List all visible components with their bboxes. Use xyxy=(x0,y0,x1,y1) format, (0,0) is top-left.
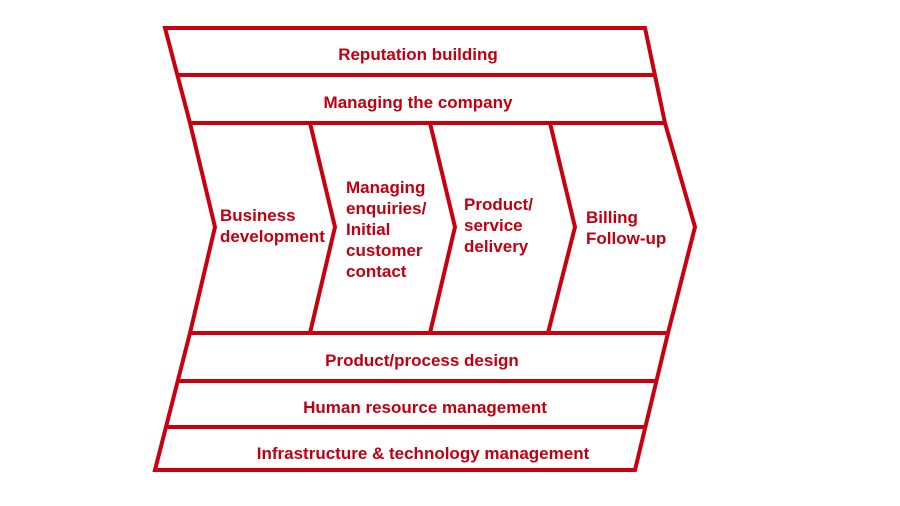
support-activity-reputation: Reputation building xyxy=(338,45,498,64)
primary-activity-billing: Billing Follow-up xyxy=(586,207,666,249)
label-line: Business xyxy=(220,206,296,225)
label-line: delivery xyxy=(464,237,529,256)
label-line: service xyxy=(464,216,523,235)
support-activity-product-design: Product/process design xyxy=(325,351,519,370)
chevron-divider xyxy=(308,122,338,334)
primary-activity-delivery: Product/ service delivery xyxy=(464,194,533,257)
chevron-divider xyxy=(428,122,458,334)
label-line: Billing xyxy=(586,208,638,227)
label-line: Initial xyxy=(346,220,391,239)
label-line: customer xyxy=(346,241,423,260)
label-line: enquiries/ xyxy=(346,199,427,218)
primary-activity-enquiries: Managing enquiries/ Initial customer con… xyxy=(346,177,426,282)
support-activity-managing: Managing the company xyxy=(323,93,513,112)
primary-activity-business-development: Business development xyxy=(220,205,325,247)
support-activity-hr: Human resource management xyxy=(303,398,547,417)
label-line: Managing xyxy=(346,178,426,197)
label-line: Product/ xyxy=(464,195,533,214)
label-line: Follow-up xyxy=(586,229,667,248)
label-line: contact xyxy=(346,262,407,281)
support-activity-infrastructure: Infrastructure & technology management xyxy=(256,444,590,463)
outer-chevron xyxy=(152,26,698,472)
label-line: development xyxy=(220,227,325,246)
chevron-divider xyxy=(546,122,578,334)
